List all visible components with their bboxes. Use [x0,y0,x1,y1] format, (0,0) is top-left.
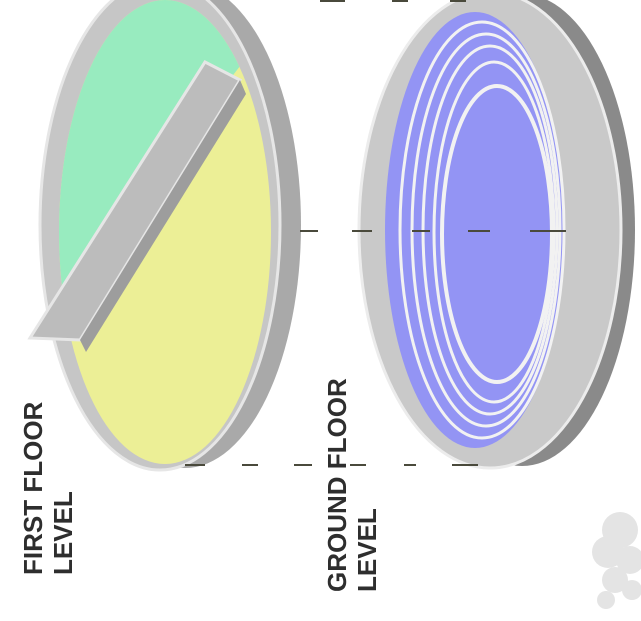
tree-sketch [592,512,641,609]
ground-floor-label-line1: GROUND FLOOR [322,378,352,592]
first-floor-label-line1: FIRST FLOOR [18,401,48,575]
ground-floor-label-line2: LEVEL [352,508,382,592]
level-dash-lines [185,0,566,466]
ground-floor-disc [357,0,635,470]
ground-floor-label: GROUND FLOOR LEVEL [322,378,382,592]
first-floor-label-line2: LEVEL [48,491,78,575]
first-floor-divider-wall-side [80,80,246,352]
terrace-ring-5 [440,84,554,384]
first-floor-label: FIRST FLOOR LEVEL [18,402,78,575]
